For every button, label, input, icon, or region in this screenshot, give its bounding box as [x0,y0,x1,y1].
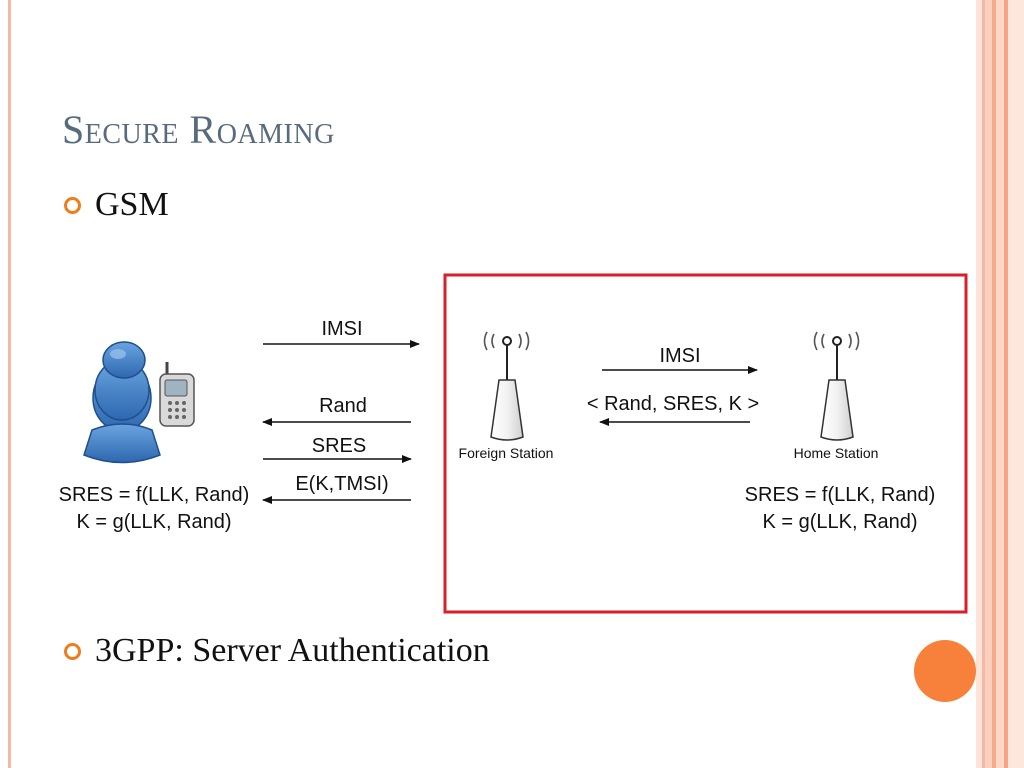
slide-frame-left [8,0,11,768]
decorative-stripes [976,0,1024,768]
bullet-text: 3GPP: Server Authentication [95,632,490,669]
msg-triplet-label: < Rand, SRES, K > [587,393,759,415]
home-formula-sres: SRES = f(LLK, Rand) [745,484,936,506]
msg-imsi-forward-label: IMSI [659,345,700,367]
foreign-station-label: Foreign Station [459,445,554,461]
user-icon [83,341,161,464]
msg-rand-label: Rand [319,395,367,417]
bullet-gsm: GSM [64,186,169,224]
mobile-phone-icon [159,362,195,427]
home-formula-k: K = g(LLK, Rand) [762,511,917,533]
msg-ek-label: E(K,TMSI) [295,473,388,495]
bullet-3gpp: 3GPP: Server Authentication [64,632,490,670]
network-side-box [443,273,968,614]
mobile-formula-sres: SRES = f(LLK, Rand) [59,484,250,506]
msg-imsi-label: IMSI [321,318,362,340]
slide-title: Secure Roaming [62,107,335,152]
antenna-tower-icon [813,331,860,441]
msg-sres-label: SRES [312,435,366,457]
bullet-ring-icon [64,642,81,660]
decorative-orange-circle [914,640,976,702]
antenna-tower-icon [483,331,530,441]
home-station-label: Home Station [794,445,879,461]
bullet-ring-icon [64,196,81,214]
bullet-text: GSM [95,186,169,223]
mobile-formula-k: K = g(LLK, Rand) [76,511,231,533]
